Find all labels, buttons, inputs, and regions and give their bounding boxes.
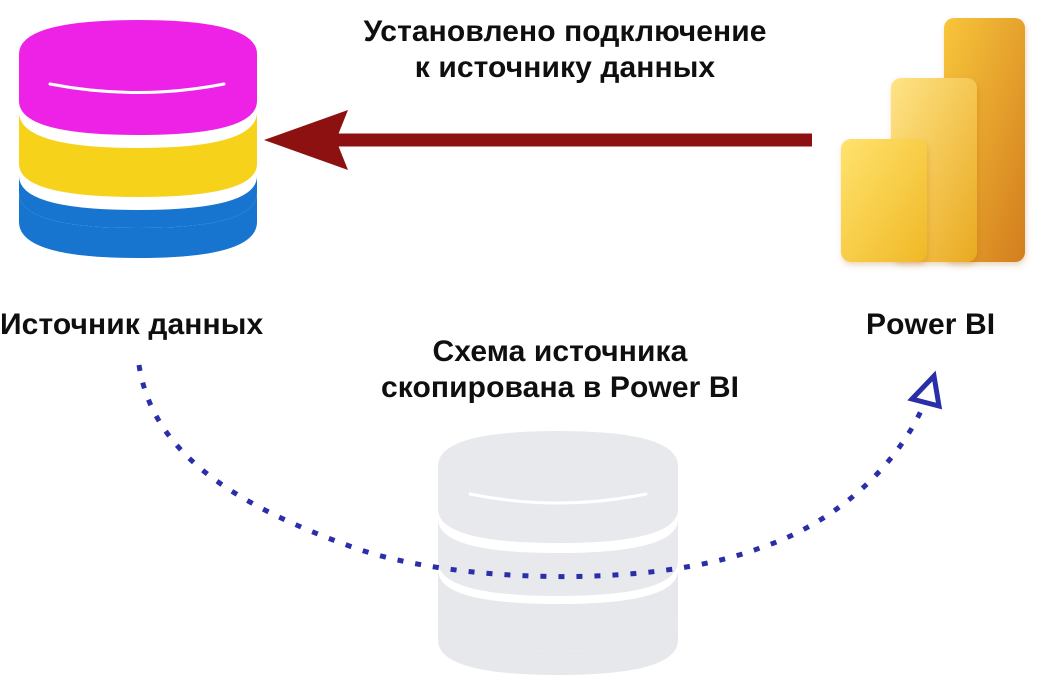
database-bottom-side <box>19 176 257 228</box>
database-bottom-layer <box>19 193 257 258</box>
power-bi-label: Power BI <box>866 308 996 341</box>
schema-copy-flow <box>136 364 943 580</box>
power-bi-front-bar <box>841 139 927 262</box>
database-copy-icon <box>438 431 678 675</box>
source-label: Источник данных <box>0 308 264 341</box>
connection-caption: Установлено подключение к источнику данн… <box>300 14 830 86</box>
database-middle-layer <box>19 112 257 197</box>
schema-copy-caption: Схема источника скопирована в Power BI <box>330 334 790 406</box>
schema-db-bottom-side <box>438 570 678 651</box>
power-bi-logo-icon <box>841 18 1025 262</box>
database-top-layer <box>19 20 257 135</box>
schema-db-top-highlight <box>468 492 648 505</box>
schema-copy-dotted-path <box>136 364 928 580</box>
schema-db-top-layer <box>438 431 678 543</box>
schema-copy-caption-line-2: скопирована в Power BI <box>380 371 740 404</box>
database-icon <box>19 20 257 258</box>
database-top-highlight <box>48 82 226 94</box>
connection-arrow <box>264 110 812 170</box>
schema-copy-arrow-head <box>907 370 943 410</box>
connection-arrow-head <box>264 110 348 170</box>
connection-caption-line-1: Установлено подключение <box>363 15 767 48</box>
schema-db-bottom-layer <box>438 618 678 675</box>
schema-copy-caption-line-1: Схема источника <box>432 335 688 368</box>
connection-caption-line-2: к источнику данных <box>414 51 716 84</box>
